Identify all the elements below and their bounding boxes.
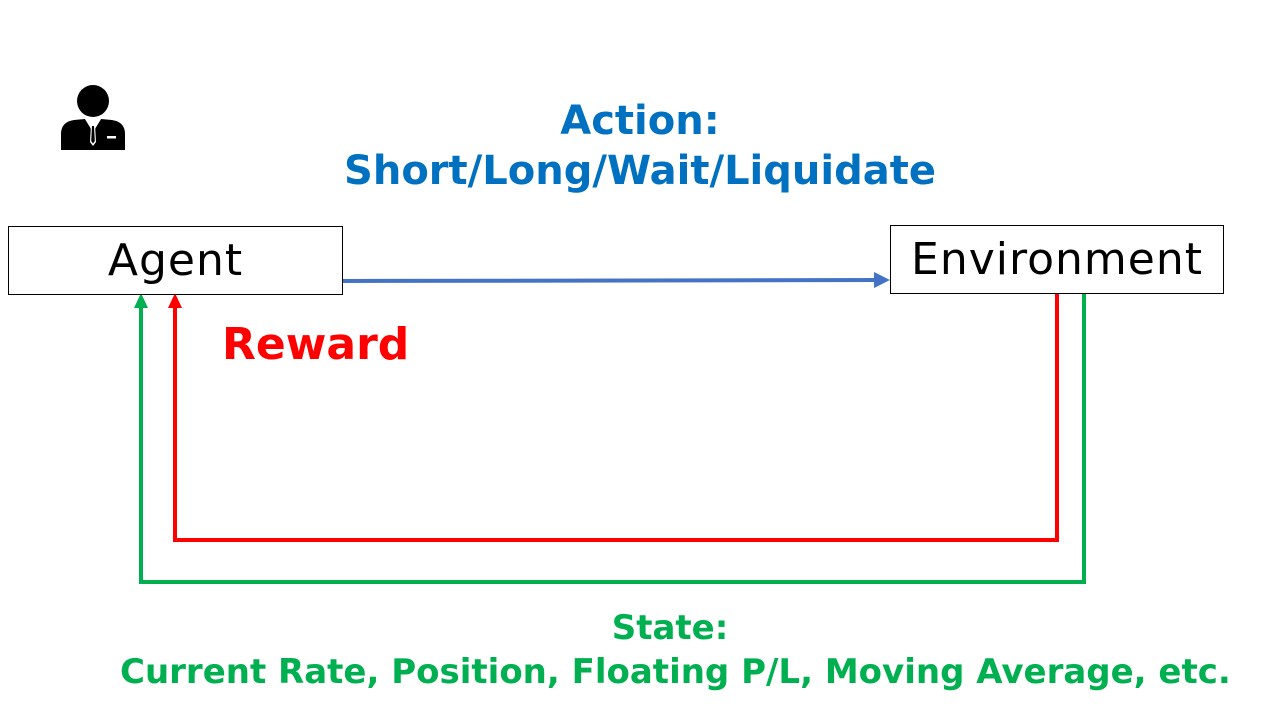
environment-box: Environment <box>890 225 1224 294</box>
reward-label: Reward <box>222 319 410 370</box>
environment-label: Environment <box>911 234 1203 285</box>
agent-box: Agent <box>8 226 343 295</box>
state-title: State: <box>611 608 729 648</box>
state-label: State: Current Rate, Position, Floating … <box>120 606 1231 694</box>
action-label: Action: Short/Long/Wait/Liquidate <box>330 96 950 196</box>
action-arrow <box>342 272 890 288</box>
reward-arrow <box>168 293 1059 542</box>
agent-label: Agent <box>107 235 244 286</box>
state-arrow <box>134 293 1086 584</box>
action-options: Short/Long/Wait/Liquidate <box>344 148 936 194</box>
businessman-icon <box>61 85 125 150</box>
action-title: Action: <box>560 98 720 144</box>
state-details: Current Rate, Position, Floating P/L, Mo… <box>120 652 1231 692</box>
